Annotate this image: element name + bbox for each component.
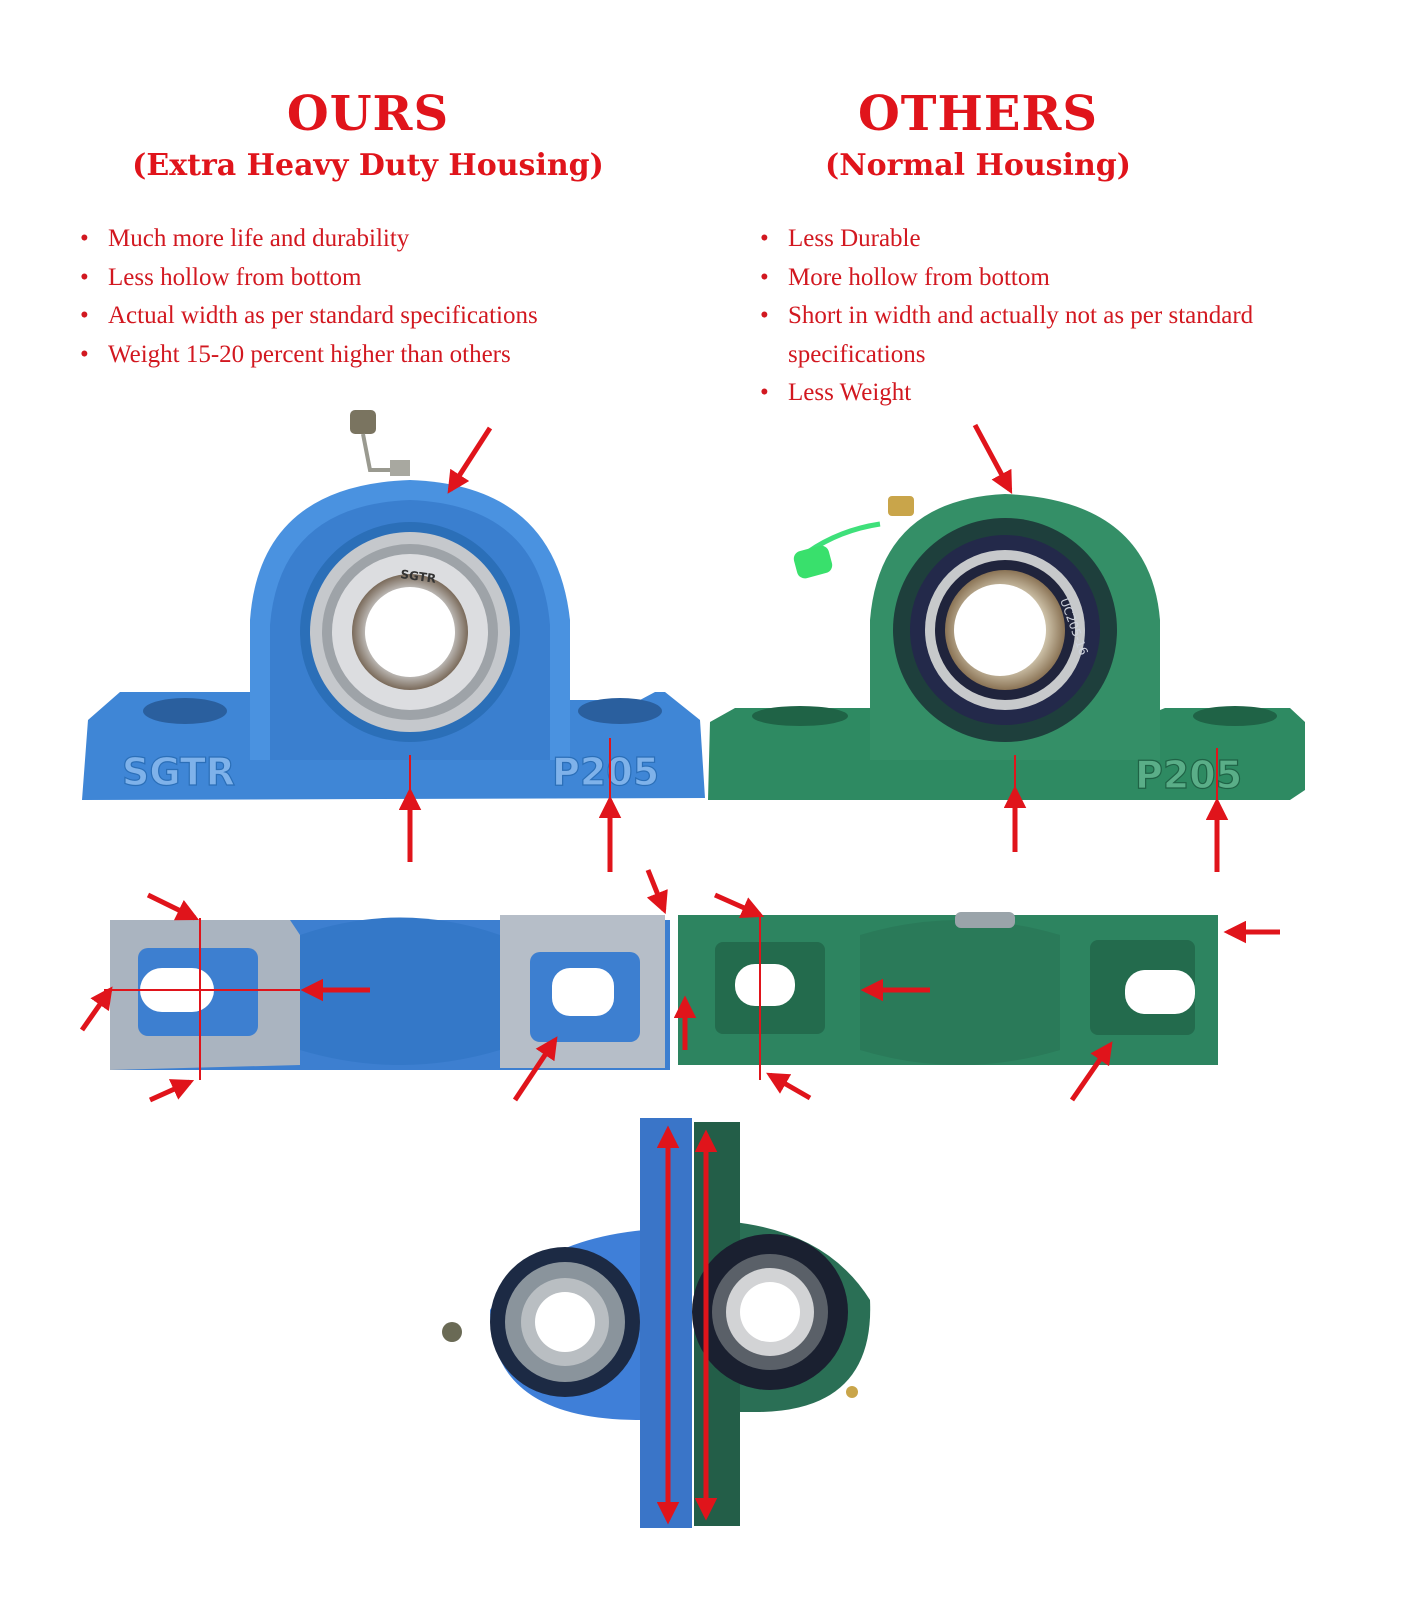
ours-bottom-view <box>110 915 670 1070</box>
ours-feature-item: Weight 15-20 percent higher than others <box>78 336 678 375</box>
ours-feature-item: Less hollow from bottom <box>78 259 678 298</box>
arrow-icon <box>447 426 493 494</box>
ours-feature-list: Much more life and durability Less hollo… <box>78 220 678 374</box>
others-bottom-view <box>678 912 1218 1065</box>
arrow-icon <box>713 892 765 918</box>
grease-nipple-icon <box>350 410 410 476</box>
others-feature-item: More hollow from bottom <box>758 259 1358 298</box>
arrow-icon <box>766 1072 812 1101</box>
arrow-icon <box>148 1079 195 1103</box>
ours-front-housing: SGTR SGTR P205 <box>82 410 705 800</box>
grease-nipple-icon <box>793 496 914 579</box>
ours-feature-item: Actual width as per standard specificati… <box>78 297 678 336</box>
others-model-emboss: P205 <box>1135 753 1242 797</box>
others-subtitle: (Normal Housing) <box>825 148 1131 183</box>
others-front-housing: UC205-16 P205 <box>708 494 1305 800</box>
ours-title: OURS <box>286 86 450 142</box>
ours-model-emboss: P205 <box>552 750 659 794</box>
arrow-icon <box>512 1036 558 1102</box>
face-comparison-view <box>442 1118 871 1528</box>
arrow-icon <box>645 869 668 915</box>
ours-column: OURS (Extra Heavy Duty Housing) Much mor… <box>78 86 678 374</box>
others-title: OTHERS <box>857 86 1099 142</box>
arrow-icon <box>79 986 113 1032</box>
ours-subtitle: (Extra Heavy Duty Housing) <box>132 148 604 183</box>
arrow-icon <box>972 423 1013 494</box>
ours-feature-item: Much more life and durability <box>78 220 678 259</box>
grease-nipple-icon <box>442 1322 462 1342</box>
ours-bearing-label: SGTR <box>400 567 437 586</box>
arrow-icon <box>1069 1041 1113 1102</box>
others-feature-item: Less Durable <box>758 220 1358 259</box>
others-column: OTHERS (Normal Housing) Less Durable Mor… <box>758 86 1358 413</box>
ours-brand-emboss: SGTR <box>122 750 235 794</box>
annotation-arrows <box>79 423 1280 1525</box>
grease-nipple-icon <box>846 1386 858 1398</box>
others-feature-list: Less Durable More hollow from bottom Sho… <box>758 220 1358 413</box>
arrow-icon <box>146 892 200 921</box>
others-feature-item: Less Weight <box>758 374 1358 413</box>
others-feature-item: Short in width and actually not as per s… <box>758 297 1358 374</box>
